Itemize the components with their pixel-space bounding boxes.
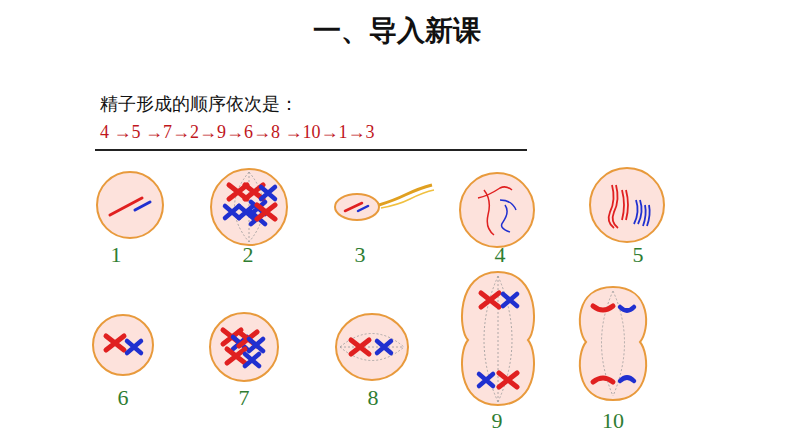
slide-title: 一、导入新课 [313, 12, 481, 50]
rule-line [95, 149, 527, 151]
callout-number: 9 [492, 408, 503, 434]
callout-number: 5 [633, 242, 644, 268]
callout-number: 1 [111, 242, 122, 268]
callout-number: 6 [118, 385, 129, 411]
callout-number: 7 [239, 385, 250, 411]
callout-number: 2 [243, 242, 254, 268]
sequence-answer: 4 →5 →7→2→9→6→8 →10→1→3 [100, 122, 375, 143]
question-text: 精子形成的顺序依次是： [100, 92, 298, 116]
callout-number: 10 [602, 408, 624, 434]
callout-number: 3 [355, 242, 366, 268]
callout-number: 8 [368, 385, 379, 411]
callout-number: 4 [495, 242, 506, 268]
